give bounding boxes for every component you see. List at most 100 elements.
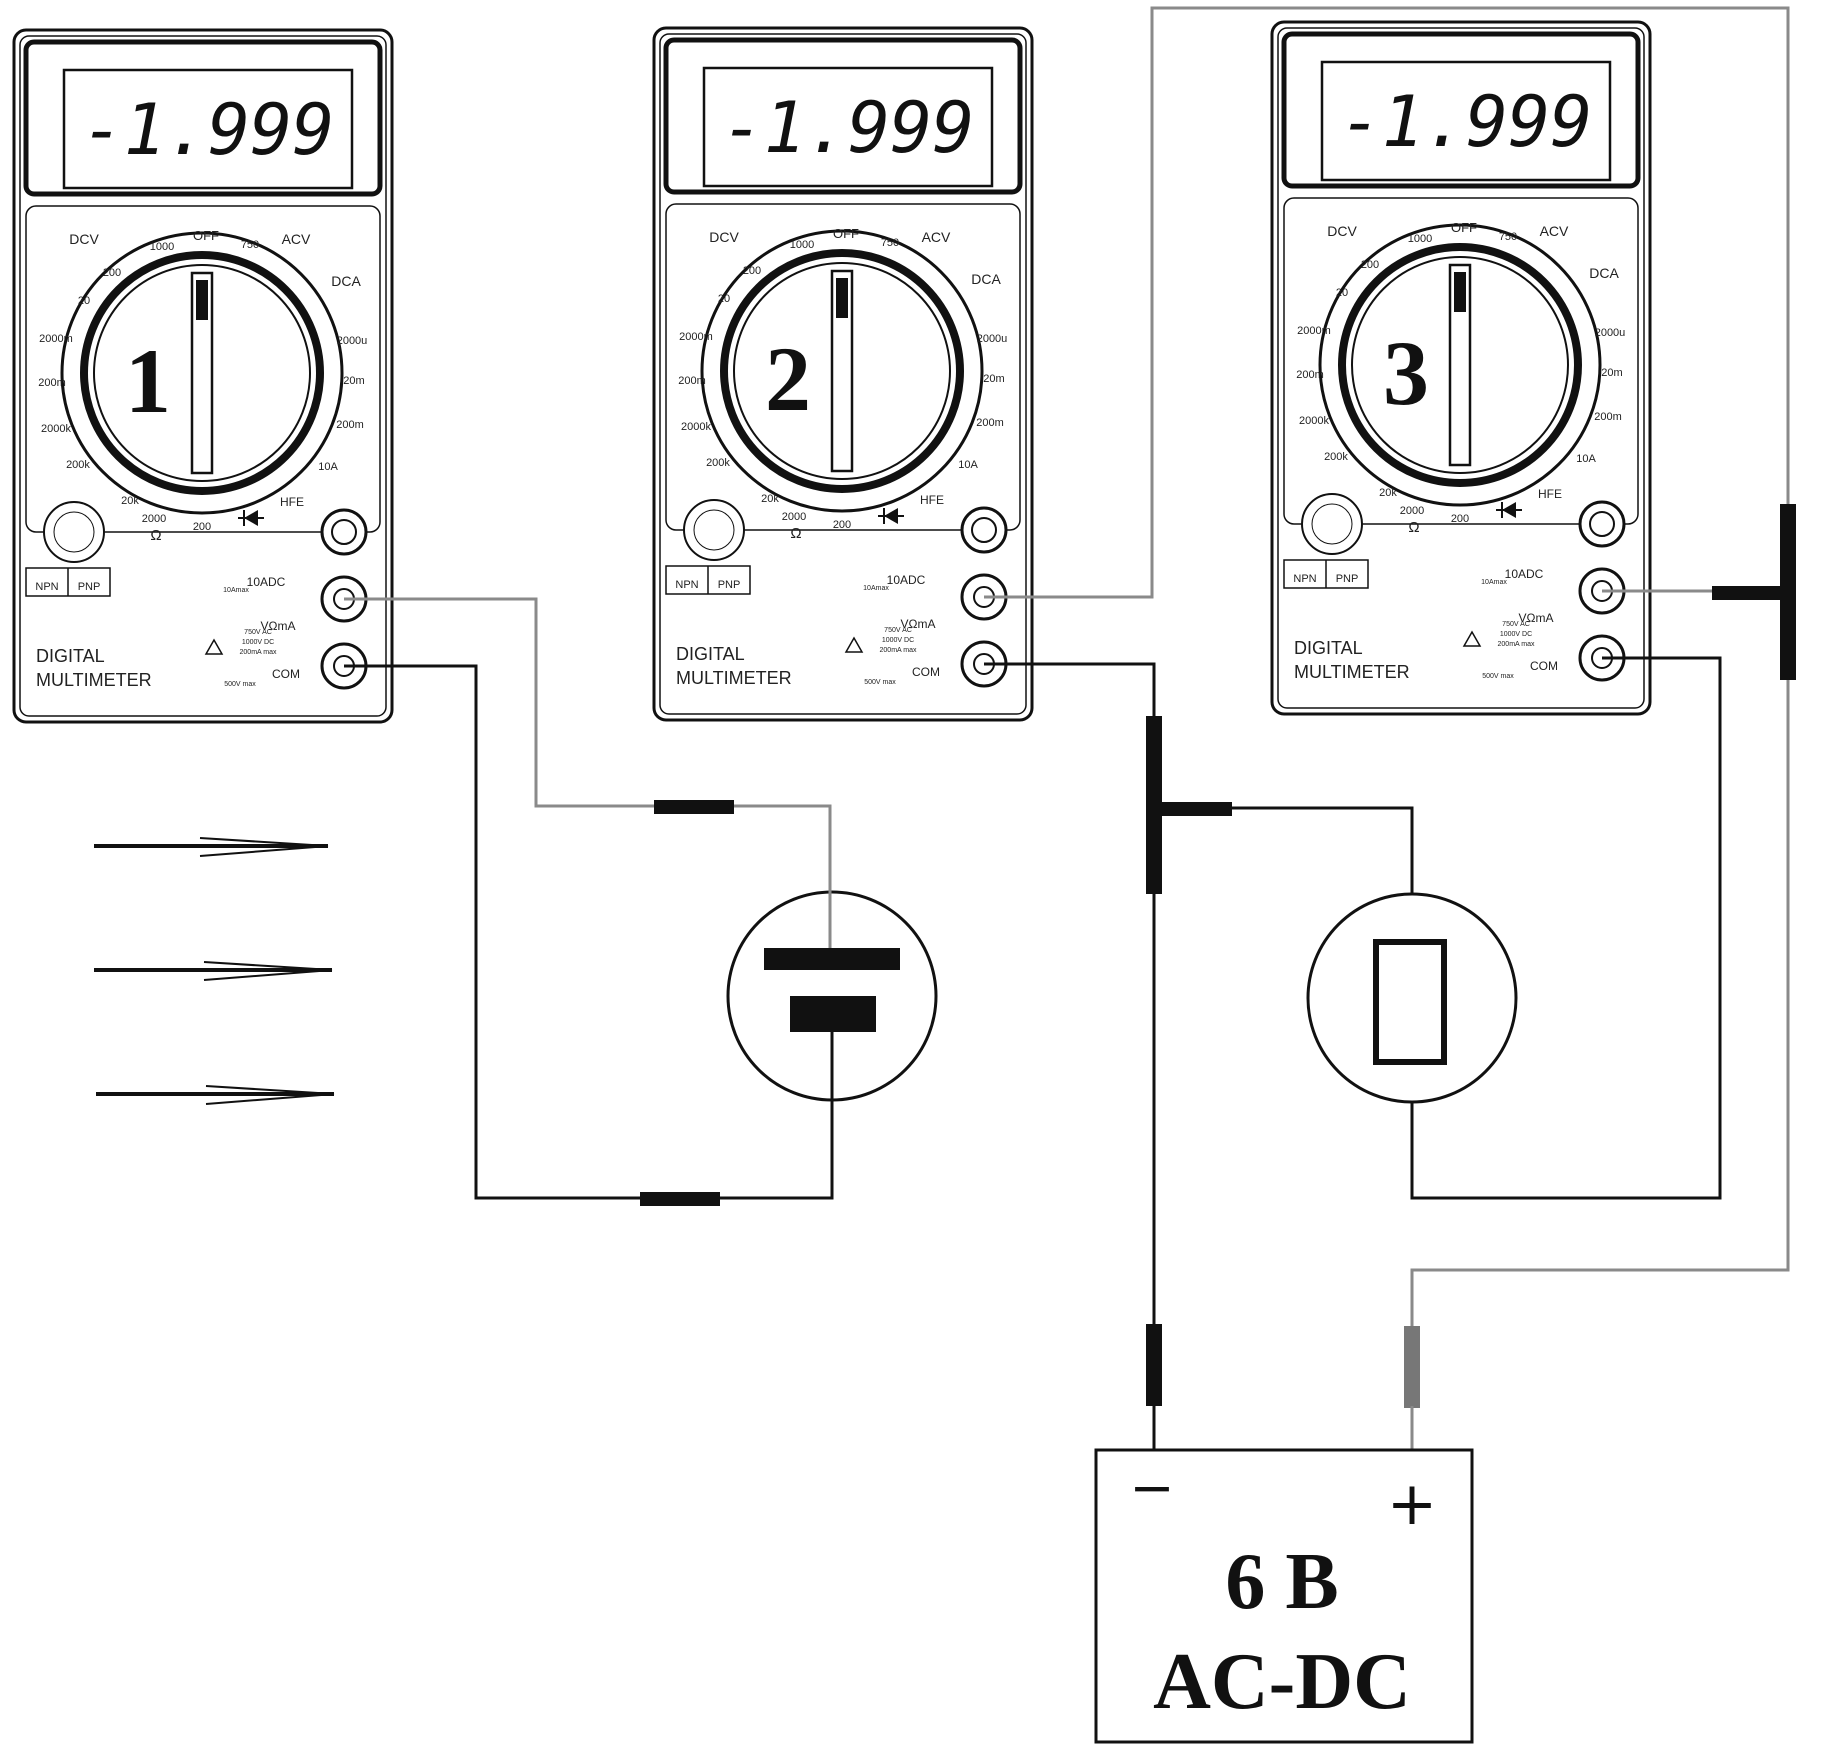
warning-200ma: 200mA max: [240, 649, 277, 656]
warning-10amax: 10Amax: [863, 585, 889, 592]
dial-label-200m-dca: 200m: [336, 419, 364, 431]
dial-label-dcv: DCV: [69, 231, 99, 247]
dial-label-hfe: HFE: [280, 495, 304, 509]
jack-label-com: COM: [912, 665, 940, 679]
jack-label-vohm: VΩmA: [901, 617, 936, 631]
warning-1000v: 1000V DC: [882, 637, 914, 644]
dial-label-200-ohm: 200: [833, 519, 851, 531]
connector: [1404, 1326, 1420, 1408]
dial-label-dca: DCA: [331, 273, 361, 289]
dial-label-hfe: HFE: [920, 493, 944, 507]
jack-top[interactable]: [1578, 500, 1626, 548]
socket-npn: NPN: [35, 581, 58, 593]
dial-label-20: 20: [78, 295, 90, 307]
jack-top[interactable]: [960, 506, 1008, 554]
warning-10amax: 10Amax: [223, 587, 249, 594]
dial-label-off: OFF: [193, 228, 219, 243]
dial-label-10a: 10A: [958, 459, 978, 471]
jack-label-10adc: 10ADC: [247, 575, 286, 589]
connector: [1712, 586, 1788, 600]
dial-label-200k: 200k: [1324, 451, 1348, 463]
dial-label-20: 20: [1336, 287, 1348, 299]
brand-line-2: MULTIMETER: [676, 668, 792, 688]
power-voltage: 6 В: [1225, 1538, 1338, 1626]
resistor-symbol: [1306, 892, 1518, 1104]
light-arrows: [94, 837, 335, 1105]
warning-750v: 750V AC: [244, 629, 272, 636]
dial-label-2000k: 2000k: [681, 421, 711, 433]
brand-line-1: DIGITAL: [676, 644, 745, 664]
dial-label-2000: 2000: [142, 513, 166, 525]
ohm-symbol: Ω: [150, 527, 161, 544]
dial-label-10a: 10A: [318, 461, 338, 473]
dial-label-200m: 200m: [678, 375, 706, 387]
warning-triangle-icon: [204, 638, 224, 655]
dial-label-off: OFF: [1451, 220, 1477, 235]
wire-m2-com: [984, 662, 1156, 1446]
dial-label-2000m: 2000m: [39, 333, 73, 345]
minus-terminal: −: [1129, 1456, 1174, 1519]
socket-pnp: PNP: [78, 581, 101, 593]
brand-line-2: MULTIMETER: [1294, 662, 1410, 682]
warning-triangle-icon: [1462, 630, 1482, 647]
multimeter-1: -1.999 1 OFF DCV ACV DCA 1000 750 200 20…: [12, 28, 394, 724]
dial-label-20k: 20k: [121, 495, 139, 507]
dial-label-2000k: 2000k: [41, 423, 71, 435]
jack-top[interactable]: [320, 508, 368, 556]
meter-number: 1: [125, 330, 171, 432]
warning-750v: 750V AC: [884, 627, 912, 634]
socket-npn: NPN: [1293, 573, 1316, 585]
multimeter-2: -1.999 2 OFF DCV ACV DCA 1000 750 200 20…: [652, 26, 1034, 722]
meter-number: 2: [765, 328, 811, 430]
socket-pnp: PNP: [718, 579, 741, 591]
dial-label-1000: 1000: [1408, 233, 1432, 245]
dial-label-200m: 200m: [1296, 369, 1324, 381]
jack-label-vohm: VΩmA: [1519, 611, 1554, 625]
jack-label-10adc: 10ADC: [887, 573, 926, 587]
warning-triangle-icon: [844, 636, 864, 653]
meter-number: 3: [1383, 322, 1429, 424]
jack-label-com: COM: [1530, 659, 1558, 673]
socket-pnp: PNP: [1336, 573, 1359, 585]
warning-500v: 500V max: [1482, 673, 1514, 680]
diode-icon: [1496, 502, 1522, 518]
warning-10amax: 10Amax: [1481, 579, 1507, 586]
arrow-icon: [96, 1085, 335, 1105]
dial-label-2000: 2000: [1400, 505, 1424, 517]
diode-icon: [878, 508, 904, 524]
dial-label-200: 200: [103, 267, 121, 279]
warning-200ma: 200mA max: [1498, 641, 1535, 648]
connector: [640, 1192, 720, 1206]
jack-label-com: COM: [272, 667, 300, 681]
ohm-symbol: Ω: [790, 525, 801, 542]
dial-label-750: 750: [241, 239, 259, 251]
transistor-socket: NPN PNP: [665, 499, 751, 595]
brand-line-1: DIGITAL: [1294, 638, 1363, 658]
warning-500v: 500V max: [224, 681, 256, 688]
dial-label-2000m: 2000m: [679, 331, 713, 343]
ohm-symbol: Ω: [1408, 519, 1419, 536]
dial-label-20m: 20m: [983, 373, 1004, 385]
dial-label-2000k: 2000k: [1299, 415, 1329, 427]
dial-label-20k: 20k: [761, 493, 779, 505]
dial-label-750: 750: [881, 237, 899, 249]
dial-label-20m: 20m: [1601, 367, 1622, 379]
brand-line-2: MULTIMETER: [36, 670, 152, 690]
warning-200ma: 200mA max: [880, 647, 917, 654]
dial-label-200: 200: [1361, 259, 1379, 271]
dial-label-dca: DCA: [971, 271, 1001, 287]
connector: [1154, 802, 1232, 816]
power-supply: − + 6 В AC-DC: [1094, 1448, 1474, 1744]
warning-750v: 750V AC: [1502, 621, 1530, 628]
lcd-readout: -1.999: [722, 87, 975, 169]
dial-label-200-ohm: 200: [193, 521, 211, 533]
photocell-symbol: [726, 806, 938, 1198]
wire-resistor-m3: [1410, 656, 1722, 1200]
dial-label-dca: DCA: [1589, 265, 1619, 281]
dial-label-1000: 1000: [790, 239, 814, 251]
power-type: AC-DC: [1153, 1638, 1411, 1726]
plus-terminal: +: [1387, 1469, 1437, 1539]
dial-label-20m: 20m: [343, 375, 364, 387]
dial-label-2000m: 2000m: [1297, 325, 1331, 337]
